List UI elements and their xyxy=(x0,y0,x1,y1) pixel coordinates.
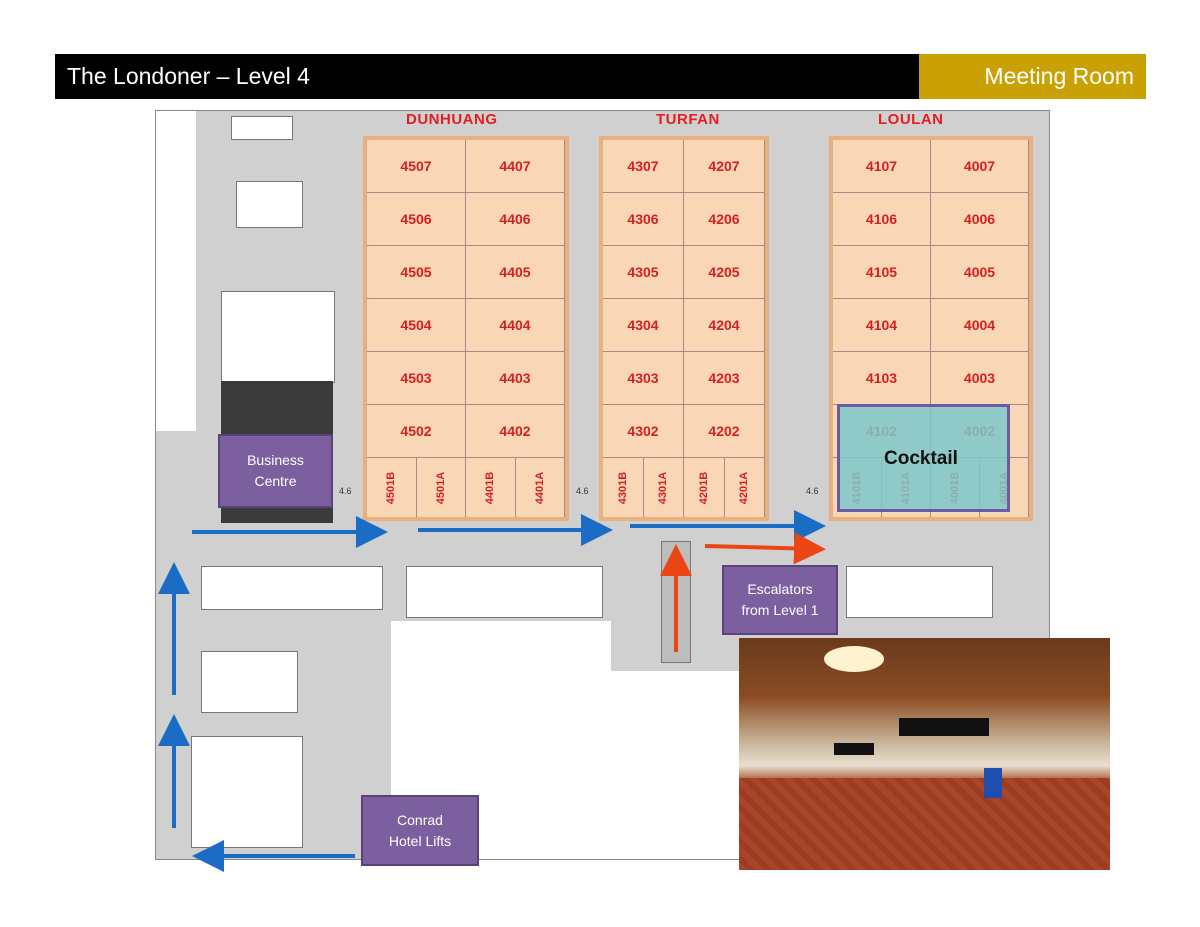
cocktail-area xyxy=(837,404,1010,512)
meeting-room: 4306 xyxy=(603,193,684,246)
meeting-room: 4404 xyxy=(466,299,565,352)
meeting-room: 4307 xyxy=(603,140,684,193)
meeting-room: 4205 xyxy=(684,246,765,299)
width-mark: 4.6 xyxy=(576,486,589,496)
cocktail-label: Cocktail xyxy=(884,448,958,469)
meeting-room: 4403 xyxy=(466,352,565,405)
meeting-room-sub: 4501A xyxy=(417,458,466,517)
escalator-well xyxy=(611,671,741,859)
meeting-room: 4105 xyxy=(833,246,931,299)
meeting-room-sub: 4201B xyxy=(684,458,725,517)
meeting-room-sub: 4401B xyxy=(466,458,516,517)
meeting-room: 4506 xyxy=(367,193,466,246)
lobby-carpet xyxy=(739,778,1110,870)
page-title: The Londoner – Level 4 xyxy=(67,63,310,89)
meeting-room: 4502 xyxy=(367,405,466,458)
meeting-room: 4202 xyxy=(684,405,765,458)
meeting-room: 4104 xyxy=(833,299,931,352)
meeting-room: 4505 xyxy=(367,246,466,299)
meeting-room: 4304 xyxy=(603,299,684,352)
meeting-room-sub: 4401A xyxy=(516,458,565,517)
meeting-room: 4107 xyxy=(833,140,931,193)
conrad-lifts-line2: Hotel Lifts xyxy=(388,832,452,849)
lobby-photo xyxy=(739,638,1110,870)
meeting-room: 4007 xyxy=(931,140,1029,193)
service-core xyxy=(201,651,298,713)
meeting-room: 4204 xyxy=(684,299,765,352)
meeting-room: 4206 xyxy=(684,193,765,246)
conrad-lifts-line1: Conrad xyxy=(397,811,443,828)
stairs-block xyxy=(201,566,383,610)
meeting-room: 4402 xyxy=(466,405,565,458)
outer-area xyxy=(156,111,196,431)
meeting-room-sub: 4001A xyxy=(980,458,1029,517)
width-mark: 4.6 xyxy=(339,486,352,496)
section-label-turfan: TURFAN xyxy=(656,111,720,128)
corridor-alcove-east xyxy=(846,566,993,618)
conrad-lifts-label: Conrad Hotel Lifts xyxy=(361,795,479,866)
meeting-room: 4302 xyxy=(603,405,684,458)
meeting-room-sub: 4301A xyxy=(644,458,684,517)
service-room xyxy=(231,116,293,140)
meeting-room: 4305 xyxy=(603,246,684,299)
meeting-room: 4106 xyxy=(833,193,931,246)
chandelier-icon xyxy=(824,646,884,672)
room-type-badge: Meeting Room xyxy=(919,54,1146,99)
header-bar: The Londoner – Level 4 xyxy=(55,54,919,99)
meeting-room: 4407 xyxy=(466,140,565,193)
lift-bank xyxy=(191,736,303,848)
business-centre-line1: Business xyxy=(247,452,304,468)
meeting-room-sub: 4201A xyxy=(725,458,765,517)
meeting-room: 4207 xyxy=(684,140,765,193)
meeting-room: 4507 xyxy=(367,140,466,193)
signage-screen xyxy=(834,743,874,755)
signage-screen xyxy=(899,718,989,736)
escalators-line1: Escalators xyxy=(747,581,813,597)
meeting-room: 4504 xyxy=(367,299,466,352)
width-mark: 4.6 xyxy=(806,486,819,496)
room-type-label: Meeting Room xyxy=(984,63,1134,89)
meeting-room-sub: 4501B xyxy=(367,458,417,517)
sign-board xyxy=(984,768,1002,798)
meeting-room: 4005 xyxy=(931,246,1029,299)
meeting-room: 4406 xyxy=(466,193,565,246)
meeting-room: 4004 xyxy=(931,299,1029,352)
business-centre-label: Business Centre xyxy=(218,434,333,508)
section-label-loulan: LOULAN xyxy=(878,111,944,128)
lift-lobby xyxy=(236,181,303,228)
route-arrow-red xyxy=(704,532,826,565)
business-centre-line2: Centre xyxy=(254,473,297,489)
meeting-room: 4405 xyxy=(466,246,565,299)
section-label-dunhuang: DUNHUANG xyxy=(406,111,498,128)
meeting-room: 4503 xyxy=(367,352,466,405)
escalators-label: Escalators from Level 1 xyxy=(722,565,838,635)
meeting-room: 4203 xyxy=(684,352,765,405)
meeting-room: 4303 xyxy=(603,352,684,405)
meeting-room: 4006 xyxy=(931,193,1029,246)
corridor-alcove xyxy=(406,566,603,618)
meeting-room-sub: 4301B xyxy=(603,458,644,517)
escalators-line2: from Level 1 xyxy=(741,602,819,618)
